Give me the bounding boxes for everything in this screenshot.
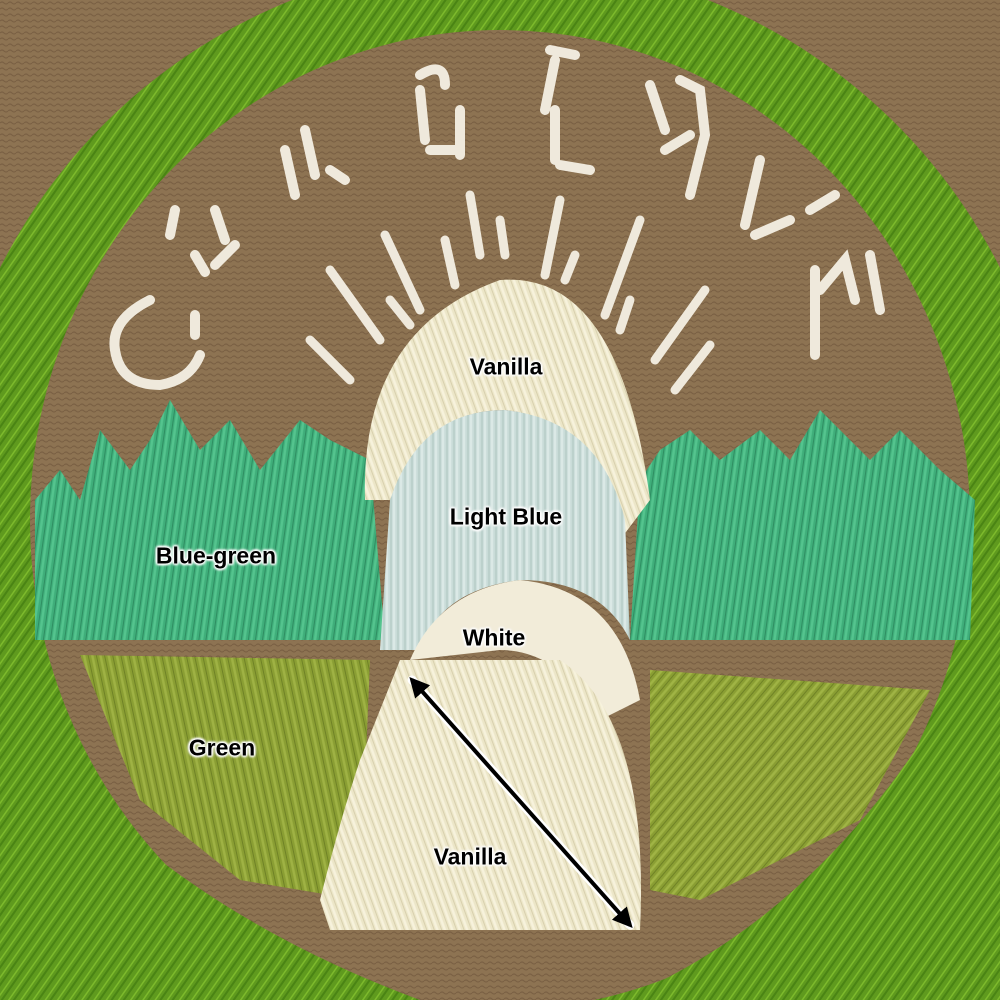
white-ray-stitches [305, 190, 715, 395]
green-area-right [650, 670, 930, 900]
blue-green-band-left [35, 400, 385, 640]
light-blue-arch [380, 410, 630, 650]
vanilla-arch-top [364, 279, 650, 540]
double-headed-arrow-icon [409, 677, 633, 928]
ring-lower-right [620, 600, 1000, 1000]
ring-lower-left [0, 700, 420, 1000]
green-area-left [80, 655, 370, 900]
blue-green-band-right [630, 410, 975, 640]
stitched-lettering [109, 45, 885, 391]
